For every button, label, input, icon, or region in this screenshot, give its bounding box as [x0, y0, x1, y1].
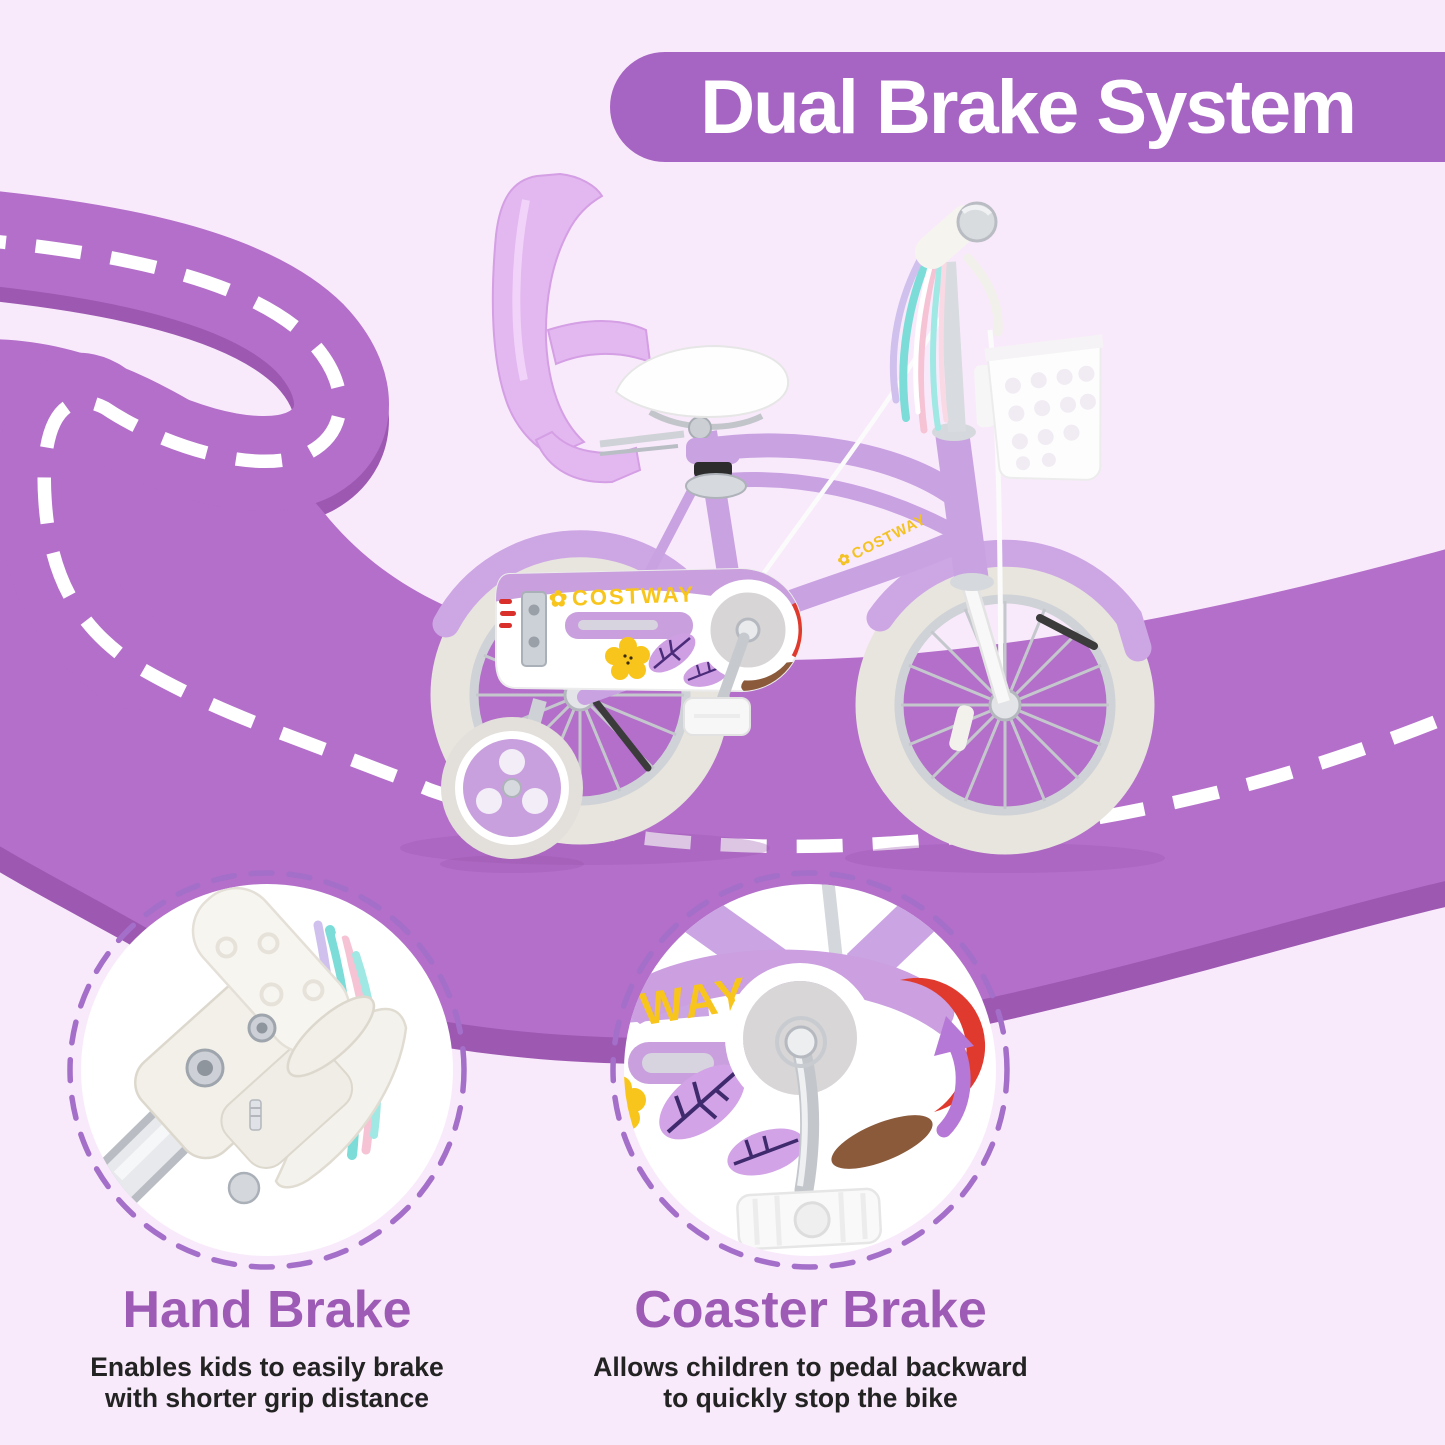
guard-purple-band	[496, 568, 803, 625]
head-tube	[935, 429, 989, 585]
dashed-circle-border-1	[67, 870, 467, 1270]
hand-brake-desc-line2: with shorter grip distance	[105, 1383, 429, 1414]
guard-red-stripes	[499, 599, 516, 628]
crank-and-pedal	[683, 632, 751, 736]
leaves-closeup	[659, 1064, 805, 1176]
brown-shape-closeup	[831, 1115, 933, 1169]
guard-band-closeup	[624, 949, 955, 1034]
coaster-brake-desc-line2: to quickly stop the bike	[663, 1383, 958, 1414]
grip-closeup	[191, 886, 376, 1078]
dashed-circle-border-2	[610, 870, 1010, 1270]
hand-brake-caption: Hand Brake Enables kids to easily brake …	[12, 1280, 522, 1415]
streamers	[889, 242, 949, 434]
doll-seat	[491, 172, 685, 484]
coaster-brake-detail-circle: WAY	[610, 870, 1010, 1270]
backward-pedal-arrow-icon	[934, 1016, 974, 1138]
rear-axle-rod	[592, 698, 652, 772]
pedal-closeup	[736, 1187, 882, 1251]
training-wheel-shadow	[440, 855, 584, 873]
coaster-brake-caption: Coaster Brake Allows children to pedal b…	[553, 1280, 1068, 1415]
saddle	[614, 344, 790, 499]
guard-brand-text: COSTWAY	[572, 581, 696, 610]
stem	[938, 261, 966, 433]
bike-photo: ✿ COSTWAY	[400, 172, 1165, 873]
page-title: Dual Brake System	[700, 64, 1357, 150]
basket-pattern	[1004, 365, 1096, 471]
coaster-brake-description: Allows children to pedal backward to qui…	[553, 1352, 1068, 1415]
training-wheel	[441, 698, 583, 859]
crank-closeup	[775, 1016, 827, 1200]
clamp-screws	[185, 1013, 277, 1205]
coaster-brake-desc-line1: Allows children to pedal backward	[593, 1352, 1028, 1382]
front-brake-rod	[1036, 614, 1098, 650]
hand-brake-detail-circle	[67, 870, 467, 1270]
title-banner: Dual Brake System	[610, 52, 1445, 162]
hand-brake-heading: Hand Brake	[122, 1281, 412, 1339]
hand-brake-description: Enables kids to easily brake with shorte…	[12, 1352, 522, 1415]
fork-and-handlebar	[889, 201, 1013, 705]
wheel-reflector	[949, 705, 974, 752]
guard-flower	[605, 637, 650, 680]
chain-guard: ✿ COSTWAY	[495, 567, 803, 693]
flower-icon: ✿	[549, 586, 568, 612]
hand-brake-desc-line1: Enables kids to easily brake	[90, 1352, 444, 1382]
guard-brand-decal: ✿ COSTWAY	[549, 581, 696, 611]
front-wheel	[855, 555, 1155, 855]
coaster-brake-heading: Coaster Brake	[634, 1281, 987, 1339]
hand-brake-lever	[963, 253, 1003, 337]
front-basket	[974, 334, 1104, 481]
front-fender	[866, 539, 1152, 662]
training-wheel-bracket	[521, 591, 547, 667]
bike-shadow-front	[845, 843, 1165, 873]
